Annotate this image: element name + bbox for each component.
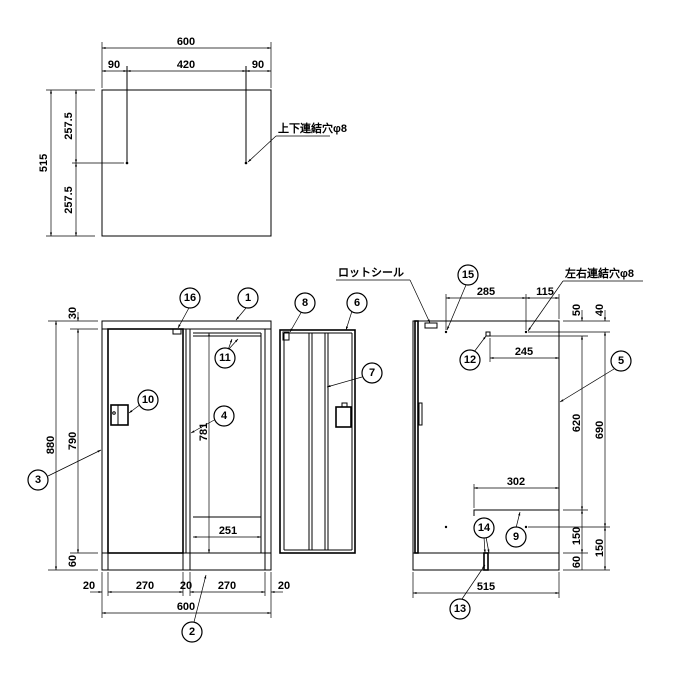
dim-depth: 515 (38, 154, 50, 172)
dim-side: 20 (278, 580, 290, 592)
svg-text:13: 13 (454, 603, 466, 615)
dim-620: 620 (571, 414, 583, 432)
balloon-2: 2 (181, 621, 203, 643)
svg-text:8: 8 (302, 297, 308, 309)
dim-hole-span: 420 (177, 59, 195, 71)
dim-half-depth: 257.5 (63, 112, 75, 140)
svg-text:14: 14 (478, 522, 491, 534)
dim-top-50: 50 (571, 304, 583, 316)
lock-handle (110, 404, 129, 426)
svg-text:12: 12 (464, 354, 476, 366)
dim-150: 150 (594, 539, 606, 557)
balloon-5: 5 (610, 350, 632, 372)
balloon-12: 12 (459, 349, 481, 371)
dim-depth: 515 (477, 581, 495, 593)
part-12 (485, 331, 491, 337)
dim-hole-offset: 115 (536, 286, 554, 298)
balloon-4: 4 (213, 405, 235, 427)
svg-text:15: 15 (462, 269, 474, 281)
dim-bay: 270 (136, 580, 154, 592)
balloon-3: 3 (27, 469, 49, 491)
hole-marker (244, 161, 248, 165)
door-view: 8 6 7 (279, 292, 383, 554)
part-16 (172, 328, 182, 335)
dim-seal-offset: 285 (477, 286, 495, 298)
balloon-15: 15 (457, 264, 479, 286)
note-vertical-joint-hole: 上下連結穴φ8 (278, 121, 347, 135)
note-lot-seal: ロットシール (338, 266, 404, 279)
svg-text:1: 1 (245, 292, 251, 304)
dim-base: 60 (67, 555, 79, 567)
front-outline (101, 320, 272, 571)
hole-marker (524, 330, 528, 334)
balloon-9: 9 (505, 526, 527, 548)
dim-bay: 270 (218, 580, 236, 592)
svg-text:4: 4 (221, 410, 228, 422)
hole-marker (444, 330, 448, 334)
dim-side: 20 (83, 580, 95, 592)
dim-right-offset: 90 (252, 59, 264, 71)
balloon-1: 1 (237, 287, 259, 309)
door-outline (279, 329, 356, 554)
front-view: 30 880 790 60 781 251 20 270 20 270 20 6… (27, 287, 290, 643)
balloon-13: 13 (449, 598, 471, 620)
balloon-8: 8 (294, 292, 316, 314)
dim-690: 690 (594, 421, 606, 439)
top-view: 600 90 420 90 515 257.5 257.5 上下連結穴φ8 (38, 36, 347, 237)
svg-text:5: 5 (618, 355, 624, 367)
dim-245: 245 (515, 346, 533, 358)
dim-inner-width: 251 (219, 525, 237, 537)
side-view: 285 115 50 40 245 620 690 302 150 150 60… (336, 264, 643, 620)
dim-post: 20 (180, 580, 192, 592)
part-13 (483, 552, 489, 571)
dim-left-offset: 90 (108, 59, 120, 71)
dim-base: 60 (571, 556, 583, 568)
svg-text:11: 11 (219, 352, 231, 364)
hole-marker (125, 161, 129, 165)
dim-top-40: 40 (594, 304, 606, 316)
balloon-16: 16 (179, 287, 201, 309)
balloon-6: 6 (346, 292, 368, 314)
dim-door-height: 790 (67, 432, 79, 450)
svg-text:16: 16 (184, 292, 196, 304)
dim-shelf-depth: 302 (507, 476, 525, 488)
svg-text:9: 9 (513, 531, 519, 543)
door-lock (335, 406, 352, 428)
door (107, 328, 184, 554)
svg-text:2: 2 (189, 626, 195, 638)
balloon-10: 10 (137, 389, 159, 411)
svg-text:7: 7 (369, 367, 375, 379)
dim-top: 30 (67, 307, 79, 319)
dim-width: 600 (177, 36, 195, 48)
svg-text:6: 6 (354, 297, 360, 309)
svg-text:3: 3 (35, 474, 41, 486)
svg-text:10: 10 (142, 394, 154, 406)
balloon-11: 11 (214, 347, 236, 369)
note-lateral-joint-hole: 左右連結穴φ8 (564, 266, 634, 280)
dim-height: 880 (45, 436, 57, 454)
lot-seal (424, 322, 438, 329)
balloon-7: 7 (361, 362, 383, 384)
dim-150: 150 (571, 527, 583, 545)
dim-half-depth: 257.5 (63, 186, 75, 214)
balloon-14: 14 (473, 517, 495, 539)
part-8 (282, 331, 290, 341)
dim-width: 600 (177, 601, 195, 613)
